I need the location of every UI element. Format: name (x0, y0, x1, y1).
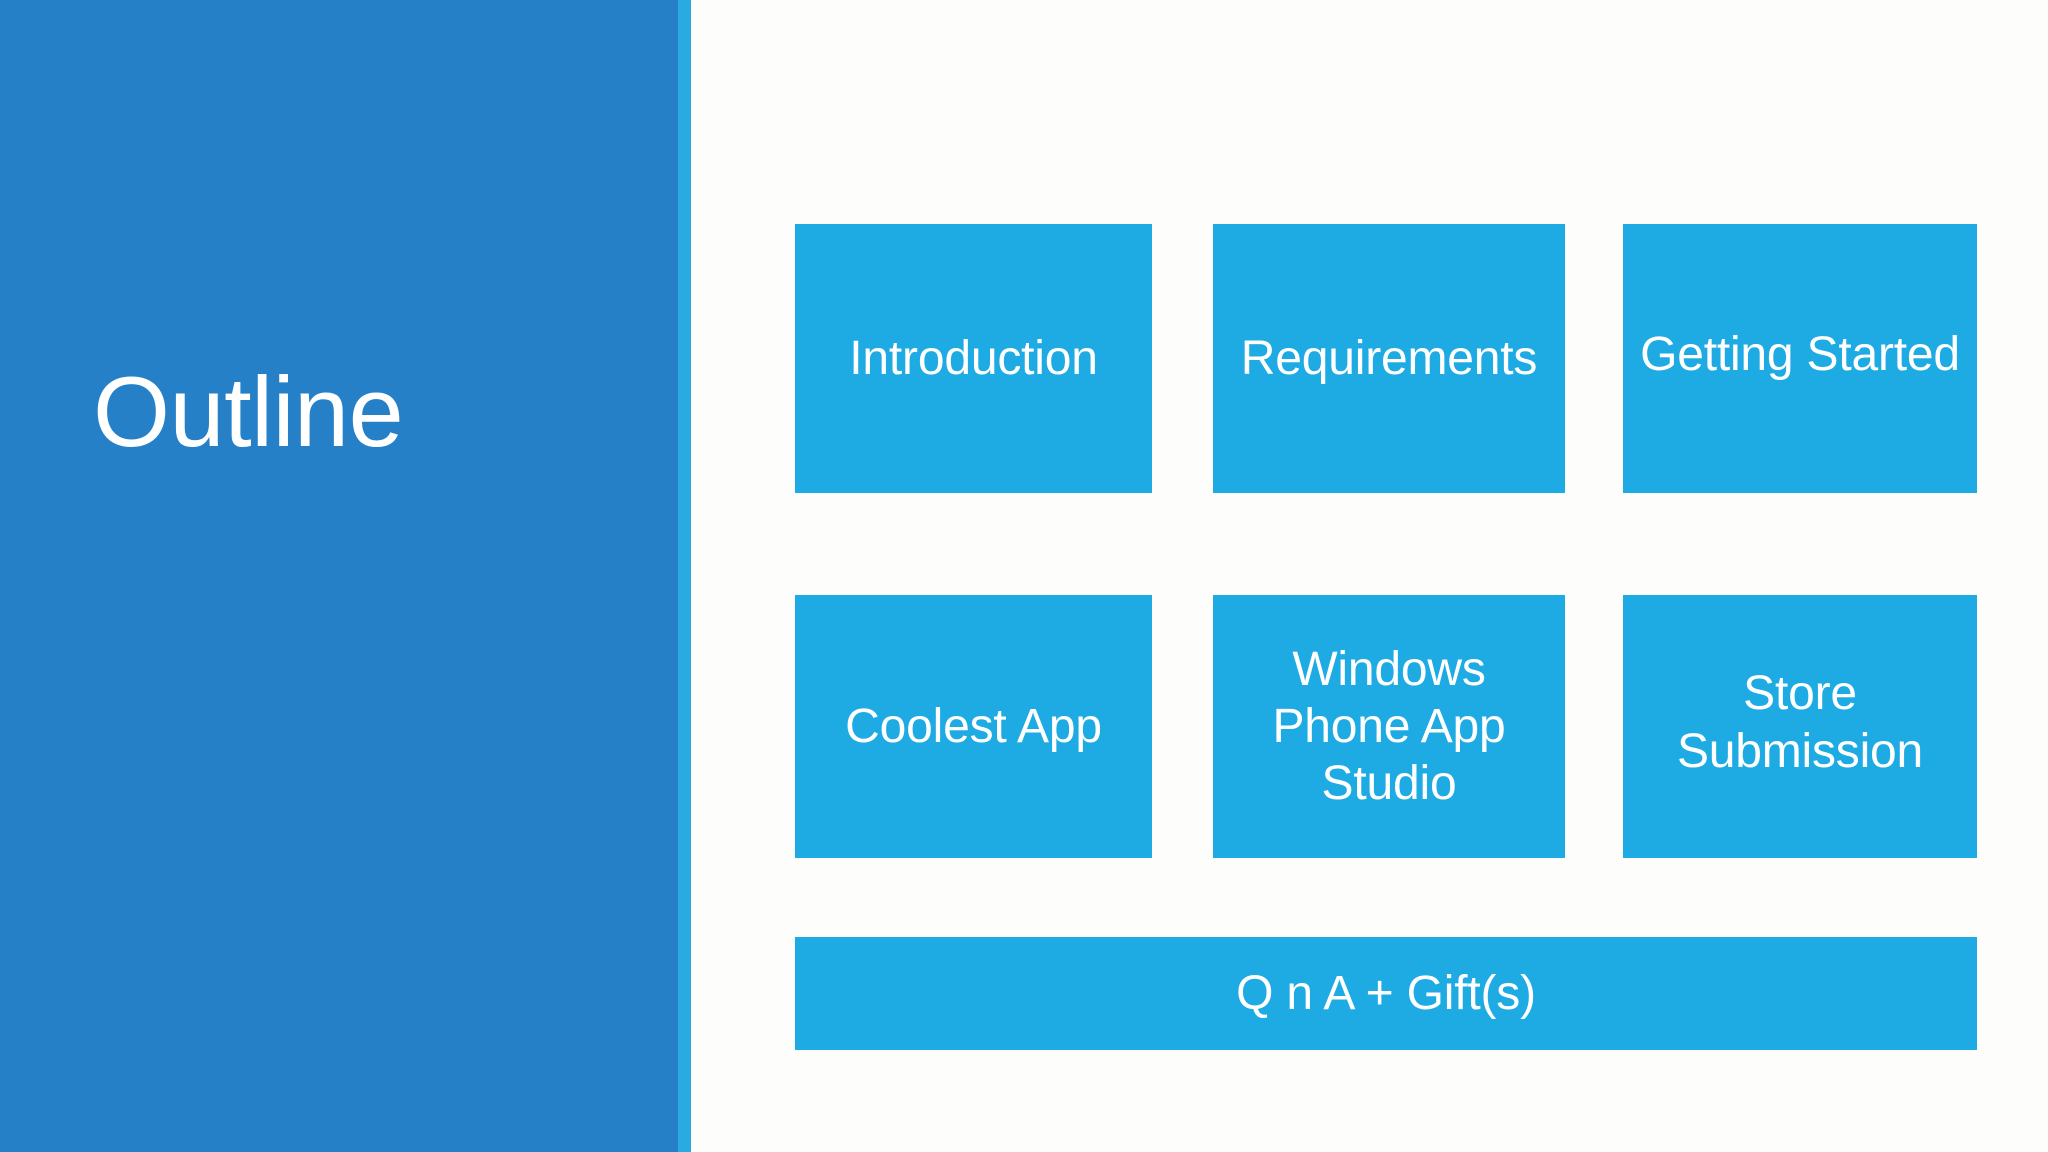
tile-label: Store Submission (1676, 667, 1924, 778)
title-panel: Outline (0, 0, 678, 1152)
outline-tile-introduction[interactable]: Introduction (795, 224, 1152, 493)
tile-label: Windows Phone App Studio (1272, 642, 1506, 811)
outline-tile-getting-started[interactable]: Getting Started (1623, 224, 1977, 493)
outline-content: Introduction Requirements Getting Starte… (691, 0, 2048, 1152)
tile-label: Introduction (849, 331, 1098, 385)
tile-label: Getting Started (1640, 327, 1960, 381)
tile-label: Coolest App (845, 699, 1102, 753)
outline-tile-windows-phone-app-studio[interactable]: Windows Phone App Studio (1213, 595, 1565, 858)
outline-tile-requirements[interactable]: Requirements (1213, 224, 1565, 493)
outline-tile-store-submission[interactable]: Store Submission (1623, 595, 1977, 858)
tile-label: Q n A + Gift(s) (1236, 966, 1536, 1020)
outline-tile-qna-gifts[interactable]: Q n A + Gift(s) (795, 937, 1977, 1050)
page-title: Outline (93, 356, 404, 467)
outline-tile-coolest-app[interactable]: Coolest App (795, 595, 1152, 858)
tile-label: Requirements (1240, 331, 1538, 385)
accent-stripe (678, 0, 691, 1152)
